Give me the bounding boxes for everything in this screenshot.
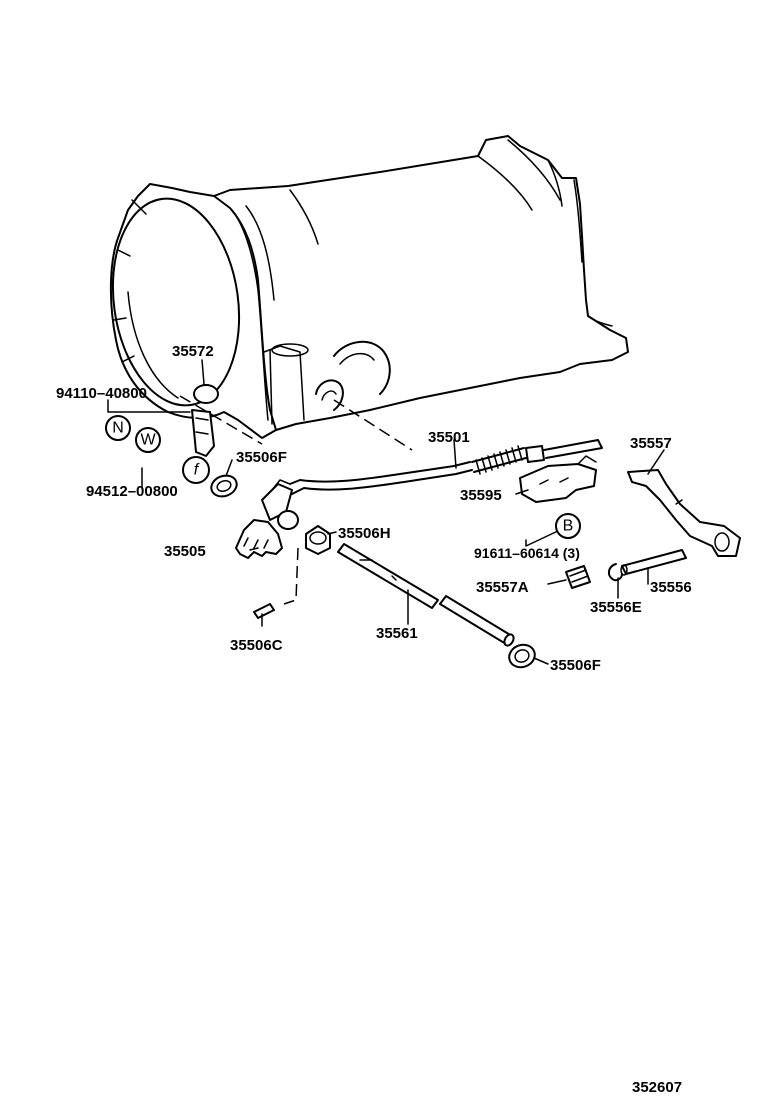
bracket-35595 (519, 455, 597, 503)
oil-seal-35506F-lower (508, 643, 536, 669)
lever-35557 (627, 469, 741, 557)
transmission-housing (109, 135, 629, 439)
label-35556E: 35556E (590, 599, 642, 616)
label-35572: 35572 (172, 343, 214, 360)
label-35557A: 35557A (476, 579, 529, 596)
part-labels: 35572 94110–40800 94512–00800 35506F 355… (56, 343, 692, 1096)
figure-number: 352607 (632, 1079, 682, 1096)
label-91611-60614: 91611–60614 (3) (474, 545, 580, 561)
symbol-b: B (555, 513, 581, 539)
dashed-leaders (179, 395, 413, 605)
label-94110-40800: 94110–40800 (56, 385, 147, 402)
label-94512-00800: 94512–00800 (86, 483, 178, 500)
label-35561: 35561 (376, 625, 418, 642)
part-35572-bracket: f (182, 384, 219, 484)
label-35506C: 35506C (230, 637, 283, 654)
label-35556: 35556 (650, 579, 692, 596)
spacer-35506H (305, 525, 331, 555)
symbol-w: W (135, 427, 161, 453)
pin-35556 (620, 549, 687, 576)
svg-text:N: N (112, 420, 124, 437)
label-35557: 35557 (630, 435, 672, 452)
oil-seal-35506F-upper (210, 474, 238, 498)
manual-valve-lever-35505 (235, 479, 299, 559)
label-35505: 35505 (164, 543, 206, 560)
svg-text:B: B (563, 518, 574, 535)
svg-text:f: f (194, 462, 200, 479)
clip-35556E (608, 563, 623, 582)
label-35506F-lower: 35506F (550, 657, 601, 674)
shift-rod-35501 (289, 439, 603, 495)
label-35595: 35595 (460, 487, 502, 504)
leader-lines (107, 359, 665, 665)
pin-35506C (253, 603, 275, 619)
manual-shaft-35561 (337, 543, 515, 647)
svg-text:W: W (140, 432, 156, 449)
label-35506F-upper: 35506F (236, 449, 287, 466)
spring-35557A (565, 565, 591, 589)
symbol-n: N (105, 415, 131, 441)
label-35506H: 35506H (338, 525, 391, 542)
label-35501: 35501 (428, 429, 470, 446)
